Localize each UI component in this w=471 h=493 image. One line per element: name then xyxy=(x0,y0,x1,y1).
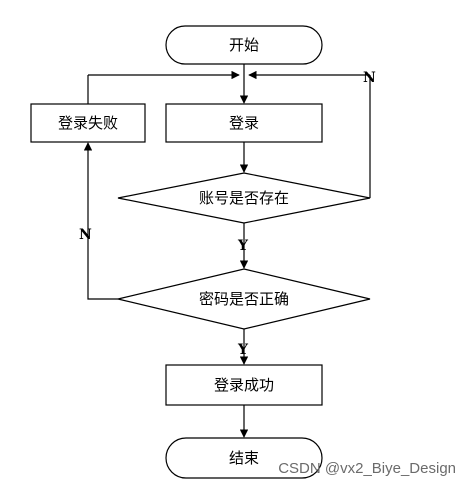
password-correct-label: 密码是否正确 xyxy=(199,290,289,308)
login-node: 登录 xyxy=(165,103,323,143)
login-success-label: 登录成功 xyxy=(214,376,274,394)
password-yes-label: Y xyxy=(237,342,249,358)
end-node: 结束 xyxy=(165,437,323,479)
edge-password-no xyxy=(83,142,118,300)
account-no-label: N xyxy=(363,70,376,86)
end-node-label: 结束 xyxy=(229,449,259,467)
account-exists-decision: 账号是否存在 xyxy=(117,172,371,224)
password-no-label: N xyxy=(79,227,92,243)
login-success-node: 登录成功 xyxy=(165,364,323,406)
start-node-label: 开始 xyxy=(229,36,259,54)
login-node-label: 登录 xyxy=(229,114,259,132)
start-node: 开始 xyxy=(165,25,323,65)
watermark-text: CSDN @vx2_Biye_Design xyxy=(278,460,456,477)
password-correct-decision: 密码是否正确 xyxy=(117,268,371,330)
login-fail-node-label: 登录失败 xyxy=(58,114,118,132)
account-exists-label: 账号是否存在 xyxy=(199,189,289,207)
login-fail-node: 登录失败 xyxy=(30,103,146,143)
account-yes-label: Y xyxy=(237,238,249,254)
